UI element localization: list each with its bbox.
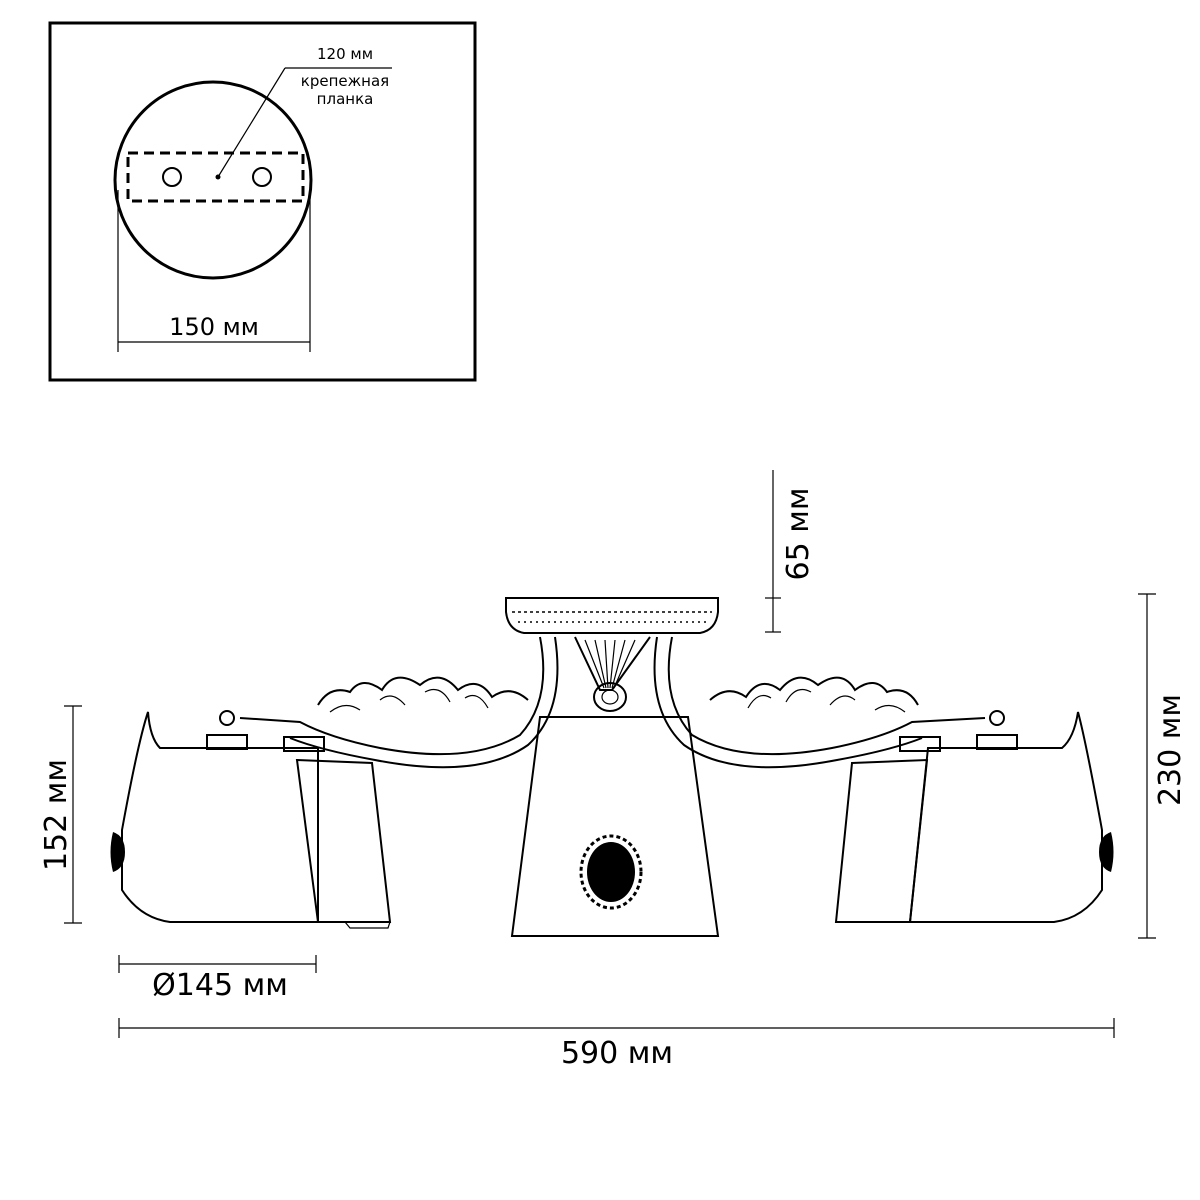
shade-right-outer: [908, 711, 1103, 923]
canopy-height-label: 65 мм: [781, 488, 816, 581]
stem-boss: [593, 682, 627, 712]
rail-length-label: 120 мм: [317, 45, 373, 63]
rail-leader-line: [217, 67, 286, 178]
arm-left-outer: [239, 636, 545, 756]
leaf-ornament-right: [709, 676, 919, 706]
lamp-holder-right-1: [976, 734, 1018, 750]
lamp-holder-left-2: [283, 736, 325, 752]
rail-name-label-1: крепежная: [301, 72, 389, 90]
base-plate-circle: [113, 80, 313, 280]
rail-screw-hole-left: [162, 167, 182, 187]
shade-left-outer: [121, 711, 319, 923]
total-height-label: 230 мм: [1153, 694, 1188, 806]
shade-height-label: 152 мм: [39, 759, 74, 871]
bulb-finial-left: [219, 710, 235, 726]
shade-center: [510, 716, 720, 937]
base-diameter-label: 150 мм: [169, 313, 259, 341]
inset-frame: [48, 21, 477, 382]
canopy: [505, 597, 719, 634]
shade-left-inner: [295, 758, 392, 923]
total-width-label: 590 мм: [561, 1036, 673, 1071]
lamp-holder-right-2: [899, 736, 941, 752]
leaf-ornament-left-detail: [329, 689, 489, 713]
stem-fan: [574, 636, 651, 691]
arm-right-inner: [653, 636, 923, 769]
shade-left-ornament: [110, 832, 125, 872]
mounting-rail-outline: [126, 151, 305, 203]
arm-left-inner: [289, 636, 559, 769]
leaf-ornament-right-detail: [747, 689, 906, 713]
shade-left-inner-bottom: [343, 921, 391, 929]
shade-center-jewel-frame: [579, 834, 643, 910]
stem-boss-inner: [601, 689, 619, 705]
leaf-ornament-left: [317, 676, 529, 706]
shade-right-ornament: [1099, 832, 1114, 872]
fixture-elevation: 65 мм 230 мм 152 мм Ø145 мм 590 мм: [39, 470, 1188, 1071]
stem-fan-ribs: [584, 639, 636, 689]
shade-center-jewel: [587, 842, 635, 902]
rail-name-label-2: планка: [317, 90, 374, 108]
rail-screw-hole-right: [252, 167, 272, 187]
bulb-finial-right: [989, 710, 1005, 726]
arm-right-outer: [667, 636, 986, 756]
mount-plate-inset: 120 мм крепежная планка 150 мм: [48, 21, 477, 382]
lamp-holder-left-1: [206, 734, 248, 750]
shade-diameter-label: Ø145 мм: [152, 968, 288, 1003]
